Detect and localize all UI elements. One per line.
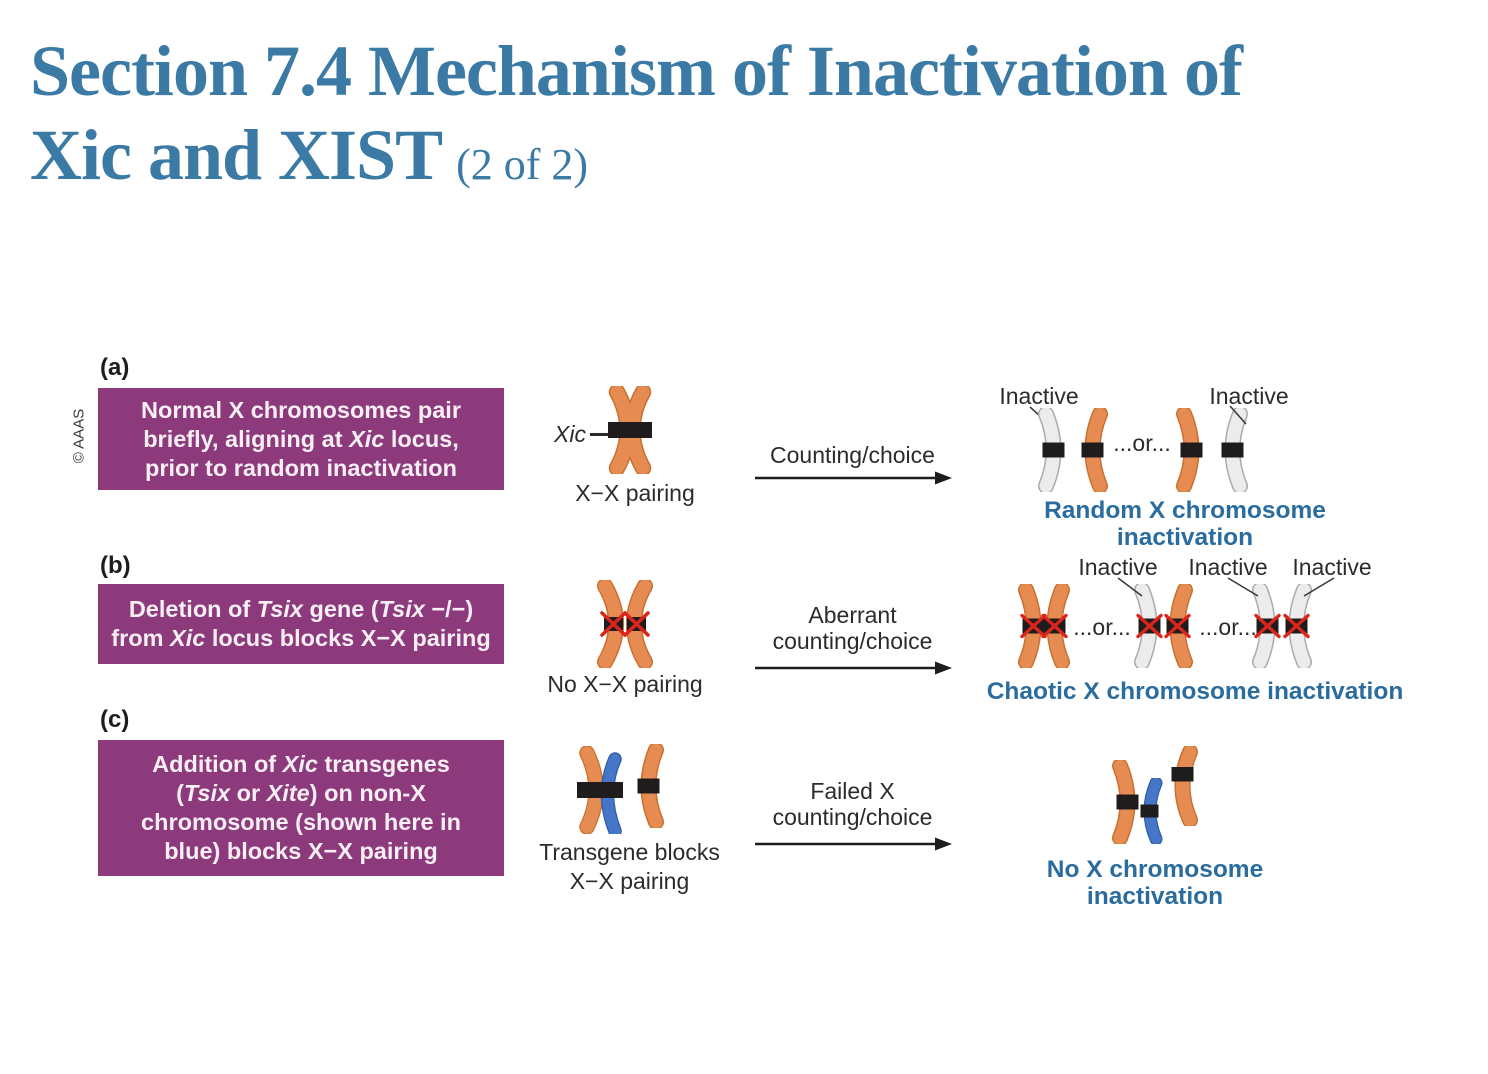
or-label-b2: ...or...: [1199, 614, 1257, 640]
inactive-label-b1: Inactive: [1078, 554, 1158, 580]
transgene-band: [577, 782, 623, 798]
chromosome-gray-inactive: [1221, 408, 1248, 492]
panel-c-label: (c): [100, 706, 130, 733]
panel-a-result-caption: Random X chromosome inactivation: [1044, 497, 1326, 551]
panel-b-arrow: [755, 661, 952, 675]
panel-a-arrow: [755, 471, 952, 485]
panel-a-label: (a): [100, 354, 130, 381]
panel-a-pairing-label: X−X pairing: [575, 480, 695, 506]
chromosome-gray-inactive-tsix-deleted: [1134, 584, 1163, 668]
or-label-b1: ...or...: [1073, 614, 1131, 640]
xic-pointer-line: [590, 433, 612, 436]
inactive-label-a1: Inactive: [999, 383, 1079, 409]
or-label-a: ...or...: [1113, 430, 1171, 456]
chromosome-orange-tsix-deleted: [1018, 584, 1047, 668]
inactive-pointer-b3: [1303, 577, 1335, 597]
paired-x-chromosomes-icon: [608, 386, 652, 474]
panel-c-arrow: [755, 837, 952, 851]
panel-c-result-caption: No X chromosome inactivation: [1046, 856, 1264, 910]
xic-band: [608, 422, 652, 438]
inactive-pointer-b2: [1227, 577, 1259, 597]
slide-title-suffix: (2 of 2): [456, 140, 589, 189]
panel-b-pairing-label: No X−X pairing: [547, 671, 703, 697]
deletion-x-mark: [623, 611, 650, 637]
chromosome-orange-unpaired: [1171, 746, 1198, 826]
unpaired-x-chromosomes-tsix-deleted-icon: [597, 580, 653, 668]
inactive-label-b3: Inactive: [1292, 554, 1372, 580]
panel-b-label: (b): [100, 552, 131, 579]
slide-title-line2: Xic and XIST (2 of 2): [30, 114, 588, 197]
copyright-credit: © AAAS: [70, 408, 88, 464]
slide-title-line1: Section 7.4 Mechanism of Inactivation of: [30, 31, 1243, 111]
chromosome-orange-with-transgene-pair: [1112, 760, 1139, 844]
panel-b-result-caption: Chaotic X chromosome inactivation: [986, 678, 1404, 705]
x-chromosome-paired-with-blue-transgene-icon: [577, 746, 623, 834]
inactive-label-a2: Inactive: [1209, 383, 1289, 409]
panel-c-description-box: Addition of Xic transgenes(Tsix or Xite)…: [98, 740, 504, 876]
chromosome-gray-inactive-tsix-deleted: [1252, 584, 1281, 668]
chromosome-gray-inactive: [1038, 408, 1065, 492]
panel-b-description-box: Deletion of Tsix gene (Tsix −/−)from Xic…: [98, 584, 504, 664]
chromosome-orange-tsix-deleted: [1041, 584, 1070, 668]
inactive-pointer-a2: [1229, 405, 1247, 425]
chromosome-orange-unpaired: [637, 744, 664, 828]
inactive-pointer-b1: [1117, 577, 1143, 597]
chromosome-orange-active: [1081, 408, 1108, 492]
deletion-x-mark: [600, 611, 627, 637]
chromosome-blue-transgene: [1140, 778, 1163, 844]
chromosome-gray-inactive-tsix-deleted: [1283, 584, 1312, 668]
inactive-label-b2: Inactive: [1188, 554, 1268, 580]
panel-a-arrow-label: Counting/choice: [770, 442, 935, 468]
chromosome-orange-tsix-deleted: [1164, 584, 1193, 668]
xic-gene-label: Xic: [554, 421, 586, 447]
slide-title-line2-main: Xic and XIST: [30, 115, 443, 195]
chromosome-orange-active: [1176, 408, 1203, 492]
